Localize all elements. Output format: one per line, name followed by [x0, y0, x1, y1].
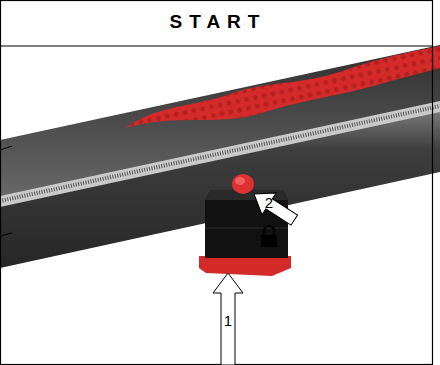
lock-shackle [264, 226, 274, 235]
callout-number: 2 [265, 194, 273, 211]
device-body [205, 190, 288, 258]
device-base [199, 256, 291, 276]
button-highlight [235, 177, 245, 185]
device-edge [205, 228, 288, 229]
panel-title: START [0, 11, 436, 33]
knurl-line [0, 106, 440, 201]
red-button [232, 174, 254, 194]
press-arrow [247, 183, 301, 231]
lock-body [261, 235, 277, 247]
callout-number: 1 [224, 312, 232, 329]
header-rule [0, 45, 433, 46]
grip-pattern [125, 46, 440, 128]
frame [1, 1, 433, 365]
grip-dots [125, 46, 440, 128]
push-arrow [213, 273, 243, 365]
leader-tick [0, 146, 12, 150]
leader-tick [0, 233, 12, 236]
